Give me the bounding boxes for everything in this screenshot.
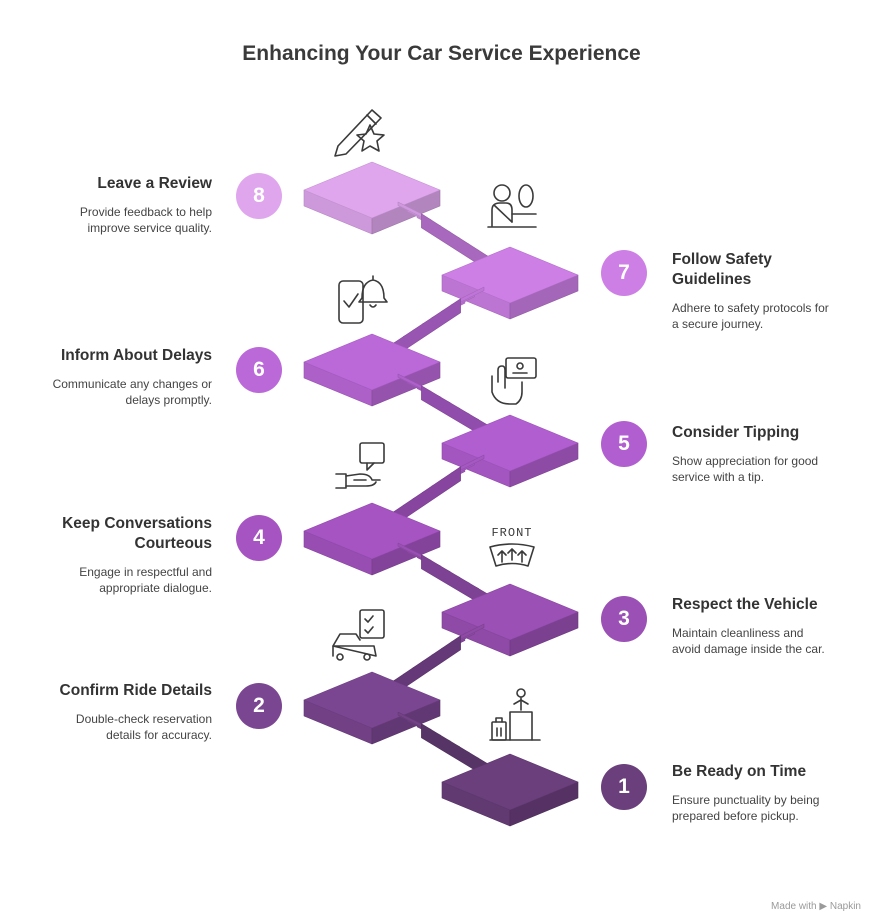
landing-3-top — [441, 583, 579, 641]
made-with-napkin: Made with ▶ Napkin — [771, 901, 861, 912]
step-5-heading: Consider Tipping — [672, 424, 800, 441]
step-6-text: Inform About Delays Communicate any chan… — [52, 346, 212, 408]
step-4-text: Keep Conversations Courteous Engage in r… — [52, 514, 212, 596]
phone-bell-icon — [338, 275, 388, 324]
step-7-badge: 7 — [601, 250, 647, 296]
landing-8-top — [303, 161, 441, 219]
step-3-badge: 3 — [601, 596, 647, 642]
step-5-badge: 5 — [601, 421, 647, 467]
step-7-text: Follow Safety Guidelines Adhere to safet… — [672, 250, 832, 332]
hand-with-card-icon — [491, 357, 537, 405]
step-8-heading: Leave a Review — [97, 175, 212, 192]
step-3-heading: Respect the Vehicle — [672, 596, 818, 613]
step-7-heading: Follow Safety Guidelines — [672, 251, 772, 288]
step-6-desc: Communicate any changes or delays prompt… — [52, 377, 212, 407]
step-1-badge: 1 — [601, 764, 647, 810]
step-4-desc: Engage in respectful and appropriate dia… — [79, 565, 212, 595]
step-3-desc: Maintain cleanliness and avoid damage in… — [672, 626, 825, 656]
page-title: Enhancing Your Car Service Experience — [242, 42, 641, 65]
step-5-text: Consider Tipping Show appreciation for g… — [672, 423, 832, 485]
handshake-chat-icon — [335, 442, 385, 489]
step-2-badge: 2 — [236, 683, 282, 729]
front-label: FRONT — [491, 526, 532, 540]
step-7-desc: Adhere to safety protocols for a secure … — [672, 301, 829, 331]
seated-passenger-seatbelt-icon — [487, 184, 537, 228]
landing-2-top — [303, 671, 441, 729]
step-3-text: Respect the Vehicle Maintain cleanliness… — [672, 595, 832, 657]
landing-1-top — [441, 753, 579, 811]
step-5-desc: Show appreciation for good service with … — [672, 454, 819, 484]
front-windshield-icon — [489, 543, 535, 567]
step-2-text: Confirm Ride Details Double-check reserv… — [52, 681, 212, 743]
step-1-text: Be Ready on Time Ensure punctuality by b… — [672, 762, 832, 824]
step-8-text: Leave a Review Provide feedback to help … — [52, 174, 212, 236]
step-8-desc: Provide feedback to help improve service… — [79, 205, 212, 235]
step-8-badge: 8 — [236, 173, 282, 219]
pencil-star-icon — [334, 109, 385, 157]
step-4-badge: 4 — [236, 515, 282, 561]
landing-4-top — [303, 502, 441, 560]
step-1-desc: Ensure punctuality by being prepared bef… — [672, 793, 820, 823]
person-with-luggage-icon — [489, 688, 541, 741]
step-4-heading: Keep Conversations Courteous — [62, 515, 212, 552]
landing-7-top — [441, 246, 579, 304]
landing-5-top — [441, 414, 579, 472]
step-1-heading: Be Ready on Time — [672, 763, 807, 780]
step-6-badge: 6 — [236, 347, 282, 393]
landing-6-top — [303, 333, 441, 391]
step-2-heading: Confirm Ride Details — [59, 682, 212, 699]
step-6-heading: Inform About Delays — [61, 347, 212, 364]
step-2-desc: Double-check reservation details for acc… — [75, 712, 212, 742]
car-checklist-icon — [332, 609, 385, 661]
